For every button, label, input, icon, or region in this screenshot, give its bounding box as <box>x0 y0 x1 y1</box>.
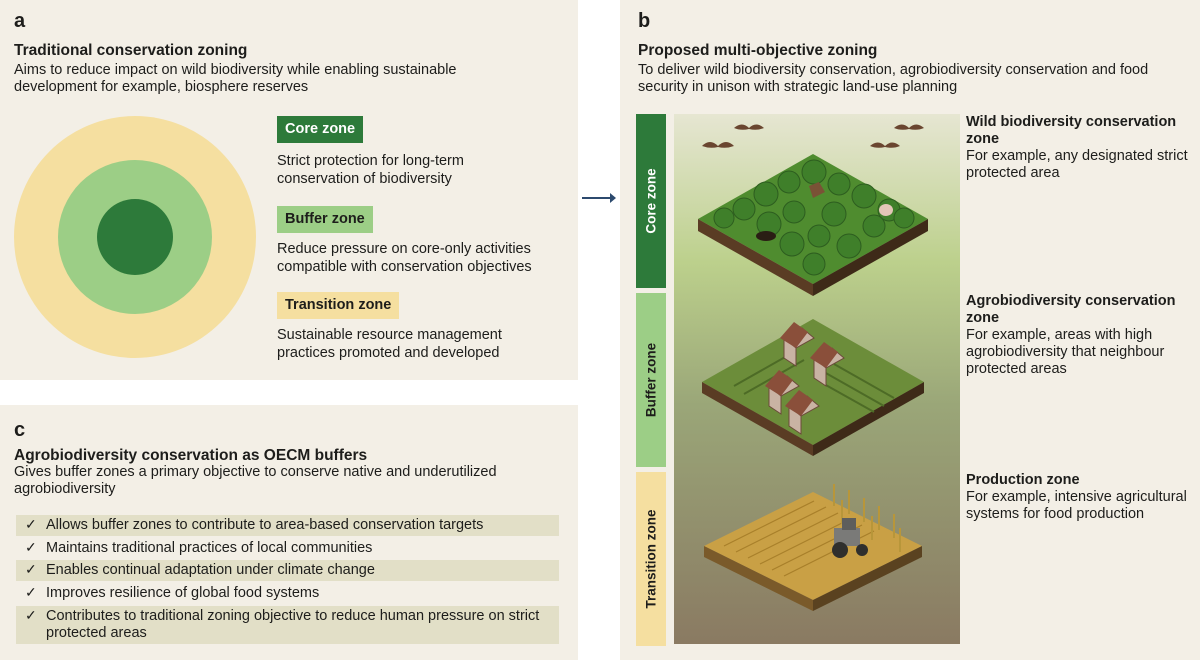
list-item-text: Improves resilience of global food syste… <box>46 585 320 601</box>
list-item-text: Allows buffer zones to contribute to are… <box>46 517 484 533</box>
list-item: ✓ Allows buffer zones to contribute to ar… <box>16 515 559 536</box>
core-zone-circle <box>97 199 173 275</box>
panel-a: a Traditional conservation zoning Aims t… <box>0 0 578 380</box>
production-zone-name: Production zone <box>966 472 1080 488</box>
list-item: ✓ Maintains traditional practices of loca… <box>16 538 559 559</box>
production-zone-desc: For example, intensive agricultural syst… <box>966 489 1187 522</box>
check-icon: ✓ <box>25 561 37 577</box>
list-item-text: Maintains traditional practices of local… <box>46 540 373 556</box>
transition-zone-bar: Transition zone <box>636 472 666 646</box>
agrobiodiversity-zone-text: Agrobiodiversity conservation zone For e… <box>966 293 1196 378</box>
panel-a-letter: a <box>14 10 26 32</box>
forest-tile <box>698 154 928 296</box>
panel-c-letter: c <box>14 419 26 441</box>
arrow-right-icon <box>582 193 616 203</box>
tractor-icon <box>832 518 868 558</box>
land-use-illustration <box>674 114 960 644</box>
core-zone-desc: Strict protection for long-term conserva… <box>277 153 464 187</box>
check-icon: ✓ <box>25 516 37 532</box>
zoning-circles <box>14 116 256 358</box>
list-item: ✓ Contributes to traditional zoning objec… <box>16 606 559 644</box>
production-zone-text: Production zone For example, intensive a… <box>966 472 1196 523</box>
wild-biodiversity-zone-text: Wild biodiversity conservation zone For … <box>966 114 1196 182</box>
buffer-zone-label: Buffer zone <box>277 206 373 233</box>
check-icon: ✓ <box>25 584 37 600</box>
check-icon: ✓ <box>25 539 37 555</box>
list-item: ✓ Enables continual adaptation under clim… <box>16 560 559 581</box>
panel-a-subtitle: Aims to reduce impact on wild biodiversi… <box>14 62 457 95</box>
list-item: ✓ Improves resilience of global food syst… <box>16 583 559 604</box>
buffer-zone-bar: Buffer zone <box>636 293 666 467</box>
cropland-tile <box>704 484 922 611</box>
list-item-text: Enables continual adaptation under clima… <box>46 562 375 578</box>
wild-biodiversity-zone-name: Wild biodiversity conservation zone <box>966 114 1177 147</box>
buffer-zone-bar-label: Buffer zone <box>643 342 659 418</box>
core-zone-bar: Core zone <box>636 114 666 288</box>
agrobiodiversity-zone-name: Agrobiodiversity conservation zone <box>966 293 1176 326</box>
core-zone-bar-label: Core zone <box>643 168 659 234</box>
panel-b-subtitle: To deliver wild biodiversity conservatio… <box>638 62 1149 95</box>
panel-b: b Proposed multi-objective zoning To del… <box>620 0 1200 660</box>
farmland-tile <box>702 319 924 456</box>
check-icon: ✓ <box>25 607 37 623</box>
wild-biodiversity-zone-desc: For example, any designated strict prote… <box>966 148 1188 181</box>
transition-zone-bar-label: Transition zone <box>643 509 659 609</box>
panel-c-title: Agrobiodiversity conservation as OECM bu… <box>14 447 368 464</box>
transition-zone-desc: Sustainable resource management practice… <box>277 327 502 361</box>
panel-c: c Agrobiodiversity conservation as OECM … <box>0 405 578 660</box>
buffer-zone-desc: Reduce pressure on core-only activities … <box>277 241 532 275</box>
panel-b-letter: b <box>638 10 651 32</box>
panel-a-title: Traditional conservation zoning <box>14 42 248 59</box>
bird-icons <box>702 124 924 148</box>
panel-c-subtitle: Gives buffer zones a primary objective t… <box>14 464 497 497</box>
core-zone-label: Core zone <box>277 116 364 143</box>
panel-b-title: Proposed multi-objective zoning <box>638 42 878 59</box>
list-item-text: Contributes to traditional zoning object… <box>46 608 540 641</box>
agrobiodiversity-zone-desc: For example, areas with high agrobiodive… <box>966 327 1165 377</box>
transition-zone-label: Transition zone <box>277 292 400 319</box>
